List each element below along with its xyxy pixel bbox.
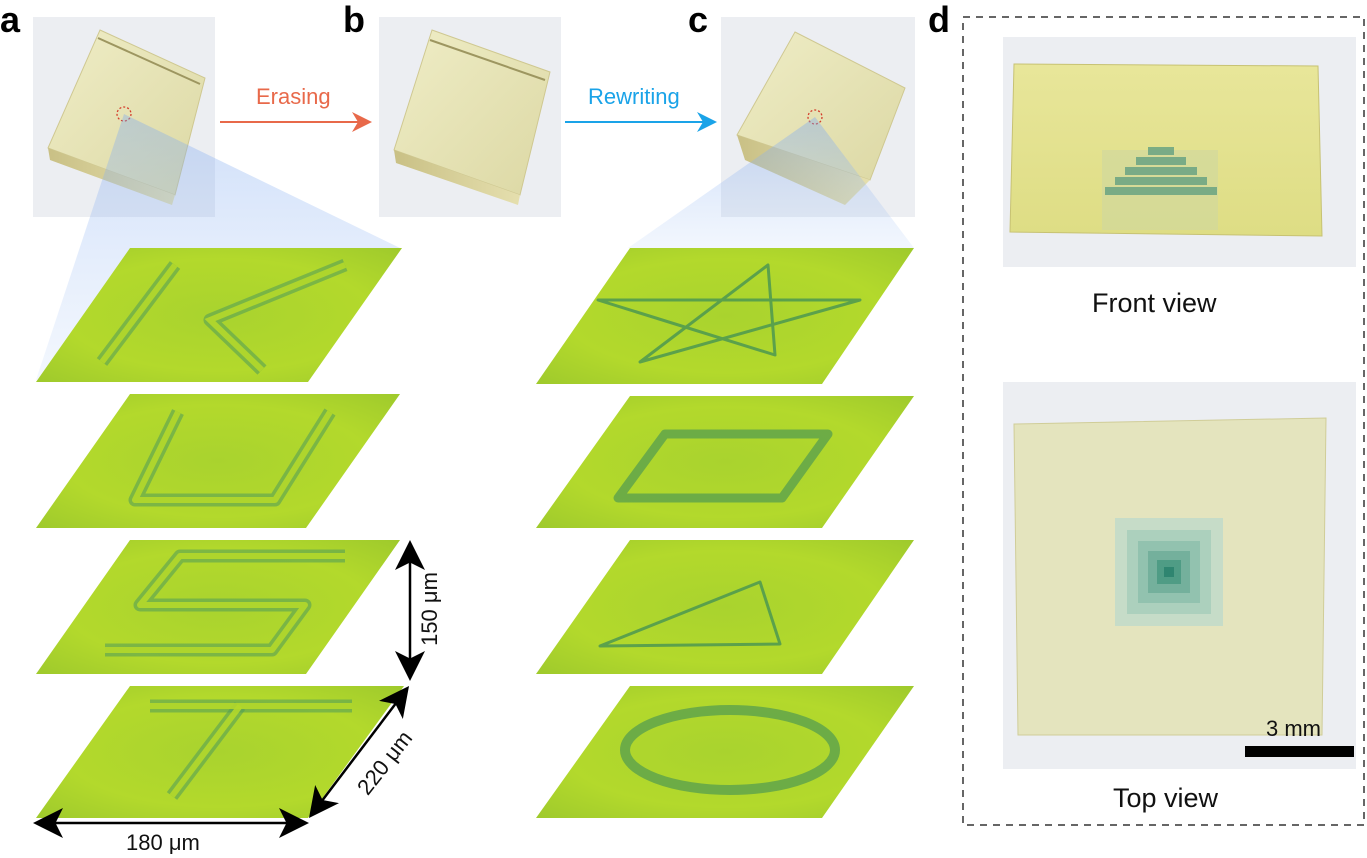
panel-label-d: d <box>928 0 950 40</box>
panel-d-frame <box>962 16 1365 826</box>
layer-a-u <box>36 394 400 528</box>
layer-c-star <box>536 248 914 384</box>
dim-depth-arrow <box>308 686 410 818</box>
front-view-caption: Front view <box>1092 288 1217 318</box>
panel-label-c: c <box>688 0 709 40</box>
dim-width-label: 180 μm <box>126 830 200 855</box>
layer-a-s <box>36 540 400 674</box>
erasing-label: Erasing <box>256 84 331 109</box>
dim-height-label: 150 μm <box>417 572 442 646</box>
layer-a-k <box>36 248 402 382</box>
panel-label-b: b <box>343 0 365 40</box>
scale-bar <box>1245 746 1354 757</box>
top-view-caption: Top view <box>1113 783 1219 813</box>
layer-c-rhombus <box>536 396 914 528</box>
top-view-photo <box>1003 382 1356 769</box>
layer-c-ellipse <box>536 686 914 818</box>
panel-label-a: a <box>0 0 21 40</box>
front-view-photo <box>1003 37 1356 267</box>
beam-c <box>628 117 914 248</box>
crystal-photo-b <box>379 17 561 217</box>
rewriting-label: Rewriting <box>588 84 680 109</box>
layer-c-triangle <box>536 540 914 674</box>
scale-bar-label: 3 mm <box>1266 716 1321 741</box>
